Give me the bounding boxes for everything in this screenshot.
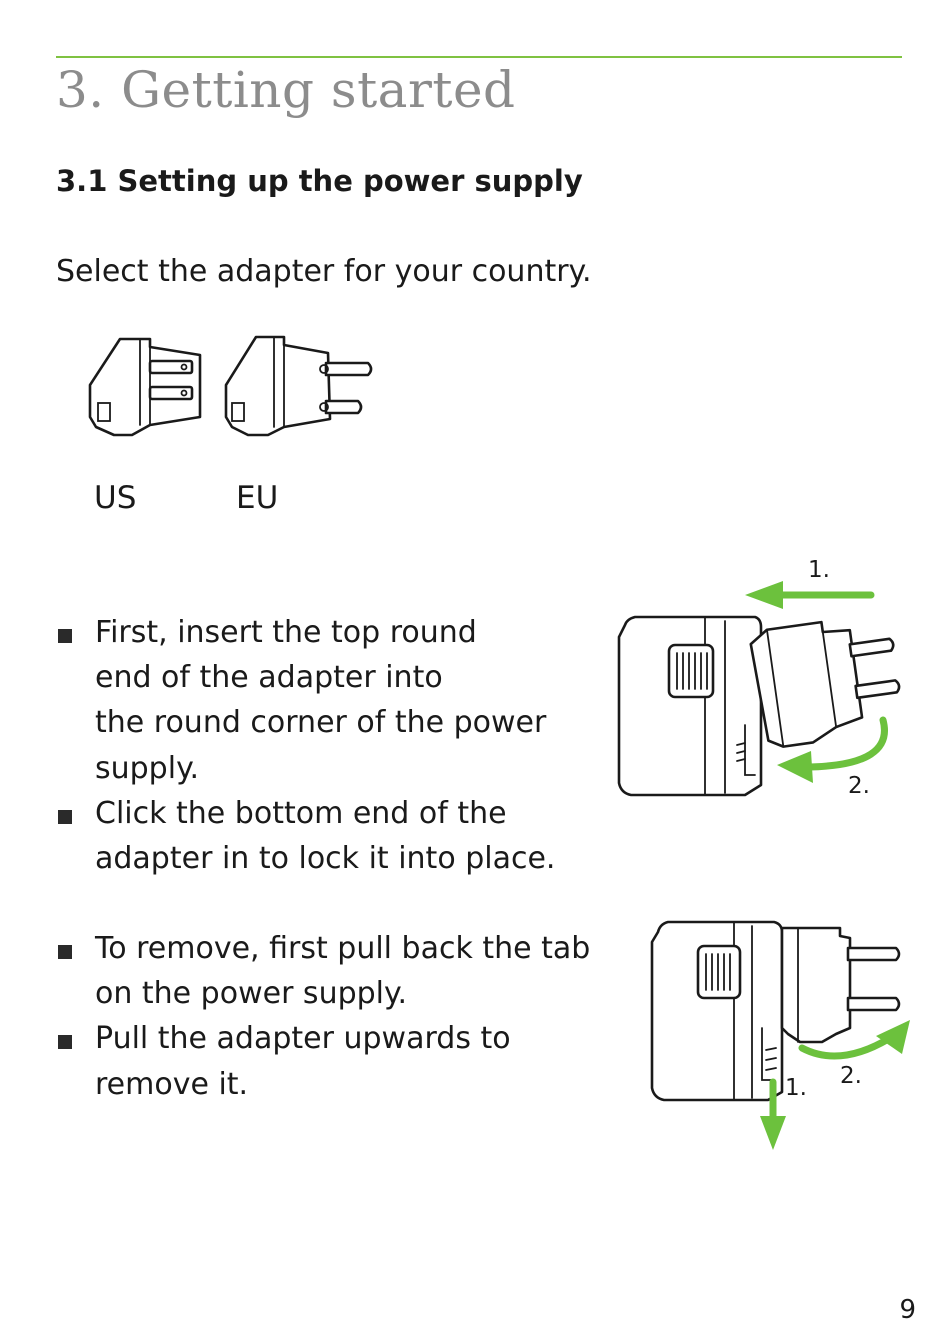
header-rule [56, 56, 902, 58]
bullet-square-icon [58, 1035, 72, 1050]
bullet-square-icon [58, 809, 72, 824]
attach-adapter-figure [617, 581, 901, 797]
attach-step-1-label: 1. [808, 557, 830, 583]
us-adapter-image [88, 337, 202, 437]
remove-step-1: To remove, first pull back the tab on th… [56, 926, 590, 1016]
attach-step-1: First, insert the top round end of the a… [56, 610, 555, 791]
attach-step-2-label: 2. [848, 773, 870, 799]
attach-steps: First, insert the top round end of the a… [56, 610, 555, 881]
chapter-title: 3. Getting started [56, 61, 516, 119]
eu-adapter-label: EU [236, 480, 279, 516]
remove-step-1-label: 1. [785, 1075, 807, 1101]
remove-steps: To remove, first pull back the tab on th… [56, 926, 590, 1107]
section-title: 3.1 Setting up the power supply [56, 164, 583, 198]
us-adapter-label: US [94, 480, 137, 516]
remove-adapter-figure [650, 920, 910, 1150]
adapter-illustrations [88, 335, 373, 437]
intro-text: Select the adapter for your country. [56, 254, 592, 289]
bullet-square-icon [58, 945, 72, 959]
eu-adapter-image [224, 335, 373, 437]
remove-step-2-label: 2. [840, 1063, 862, 1089]
remove-step-2: Pull the adapter upwards to remove it. [56, 1016, 590, 1106]
attach-step-2: Click the bottom end of the adapter in t… [56, 791, 555, 881]
bullet-square-icon [58, 629, 72, 643]
page-number: 9 [899, 1295, 916, 1325]
